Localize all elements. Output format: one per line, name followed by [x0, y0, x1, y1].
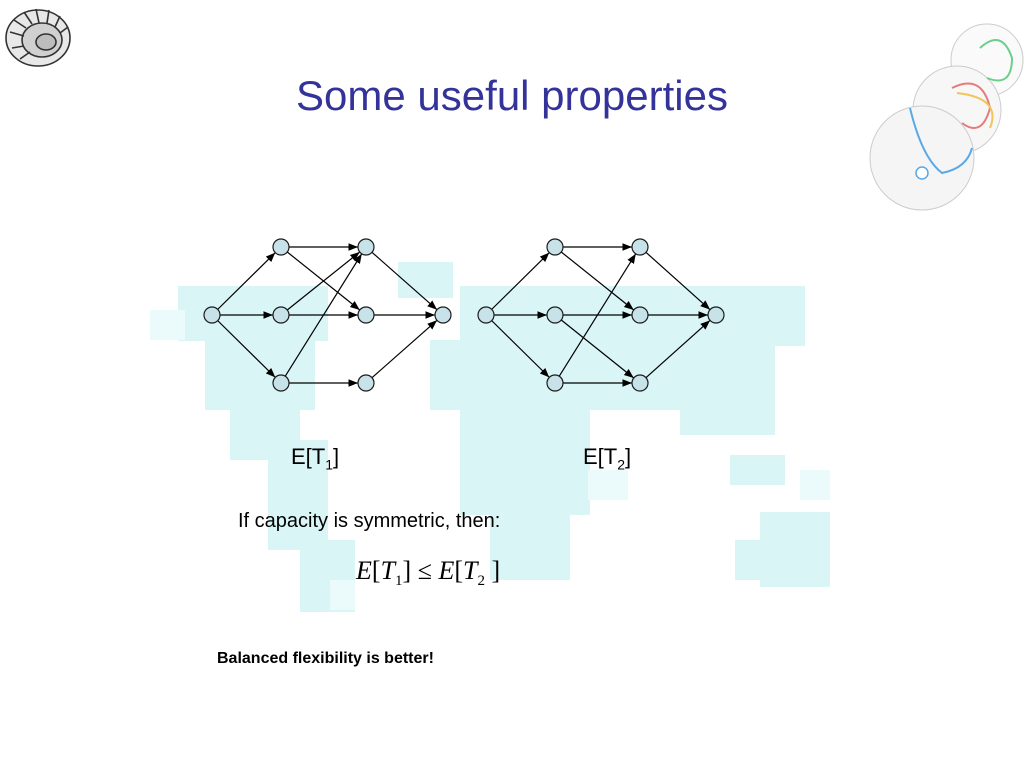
formula-lhs-func: E [356, 556, 372, 585]
node-t2-a3 [546, 374, 564, 392]
node-t2-b1 [631, 238, 649, 256]
formula-lhs-sub: 1 [395, 573, 403, 590]
node-t1-s [203, 306, 221, 324]
node-t2-a2 [546, 306, 564, 324]
node-t2-a1 [546, 238, 564, 256]
node-t1-a3 [272, 374, 290, 392]
edge-t1-a2-b1 [286, 251, 361, 311]
formula-rhs-func: E [438, 556, 455, 585]
condition-text: If capacity is symmetric, then: [238, 510, 501, 532]
edge-t1-s-a3 [217, 320, 276, 378]
edge-t2-a3-b1 [558, 253, 637, 377]
edge-t2-s-a3 [491, 320, 550, 378]
diagram-label-t2: E[T2] [583, 444, 632, 473]
node-t2-t [707, 306, 725, 324]
edge-t1-a3-b1 [284, 253, 363, 377]
edge-t1-b3-t [371, 319, 438, 379]
node-t2-b3 [631, 374, 649, 392]
formula-lhs-var: T [380, 556, 396, 585]
node-t2-b2 [631, 306, 649, 324]
overlapping-circles-icon [869, 23, 1024, 211]
node-t1-b1 [357, 238, 375, 256]
edge-t2-b3-t [645, 319, 711, 379]
conclusion-text: Balanced flexibility is better! [217, 650, 434, 667]
ammonite-shell-icon [5, 8, 71, 67]
edge-t1-s-a1 [217, 252, 276, 310]
edge-t2-s-a1 [491, 252, 550, 310]
formula-relation: ≤ [417, 556, 432, 585]
node-t1-a1 [272, 238, 290, 256]
node-t1-a2 [272, 306, 290, 324]
formula-rhs-var: T [463, 556, 478, 585]
edge-t2-a1-b2 [560, 251, 635, 311]
formula-rhs-sub: 2 [477, 573, 486, 590]
node-t1-t [434, 306, 452, 324]
node-t1-b2 [357, 306, 375, 324]
edge-t1-b1-t [371, 251, 438, 311]
inequality-formula: E[T1] ≤ E[T2 ] [356, 556, 501, 590]
edge-t2-b1-t [645, 251, 711, 311]
edge-t2-a2-b3 [560, 319, 635, 379]
diagram-label-t1: E[T1] [291, 444, 340, 473]
page-title: Some useful properties [296, 72, 728, 119]
node-t2-s [477, 306, 495, 324]
node-t1-b3 [357, 374, 375, 392]
